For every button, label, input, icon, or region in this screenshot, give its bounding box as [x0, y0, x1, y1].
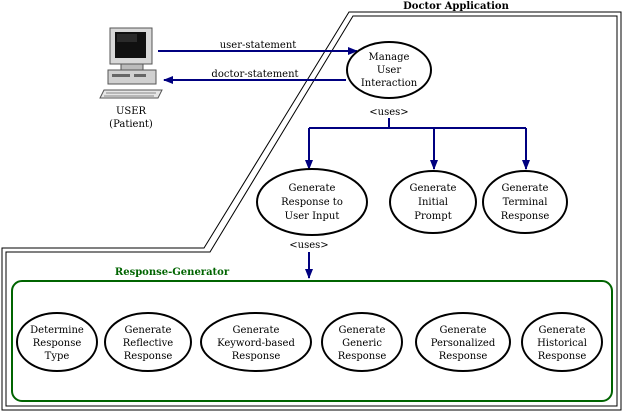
svg-text:Terminal: Terminal [503, 197, 548, 208]
svg-text:Type: Type [45, 351, 70, 362]
svg-text:Response: Response [338, 351, 387, 362]
svg-text:Personalized: Personalized [431, 338, 496, 349]
svg-text:Generate: Generate [289, 183, 336, 194]
svg-text:Response: Response [538, 351, 587, 362]
uses-label-lower: <uses> [289, 240, 328, 251]
svg-text:Generate: Generate [125, 325, 172, 336]
generate-historical-response-node: Generate Historical Response [521, 312, 603, 372]
svg-text:Generate: Generate [502, 183, 549, 194]
doctor-statement-label: doctor-statement [211, 69, 298, 80]
svg-text:Response: Response [33, 338, 82, 349]
svg-text:Generate: Generate [440, 325, 487, 336]
svg-text:Response: Response [124, 351, 173, 362]
svg-text:User Input: User Input [285, 211, 340, 222]
determine-response-type-node: Determine Response Type [16, 312, 98, 372]
svg-text:Response: Response [232, 351, 281, 362]
svg-text:Response to: Response to [281, 197, 343, 208]
svg-text:User: User [377, 65, 401, 76]
generate-generic-response-node: Generate Generic Response [321, 312, 403, 372]
generate-response-to-user-input-node: Generate Response to User Input [256, 168, 368, 236]
generate-terminal-response-node: Generate Terminal Response [482, 170, 568, 234]
svg-text:Initial: Initial [418, 197, 448, 208]
svg-text:Manage: Manage [369, 52, 410, 63]
svg-text:Keyword-based: Keyword-based [217, 338, 295, 349]
uses-branch-top [305, 118, 530, 170]
generate-reflective-response-node: Generate Reflective Response [104, 312, 192, 372]
generate-keyword-based-response-node: Generate Keyword-based Response [200, 312, 312, 372]
manage-user-interaction-node: Manage User Interaction [346, 41, 432, 99]
svg-text:Determine: Determine [30, 325, 84, 336]
svg-text:Generic: Generic [342, 338, 382, 349]
svg-text:Interaction: Interaction [361, 78, 418, 89]
svg-text:Generate: Generate [539, 325, 586, 336]
generate-personalized-response-node: Generate Personalized Response [415, 312, 511, 372]
svg-text:Generate: Generate [410, 183, 457, 194]
user-statement-label: user-statement [220, 40, 297, 51]
svg-text:Reflective: Reflective [123, 338, 174, 349]
svg-text:Generate: Generate [339, 325, 386, 336]
svg-text:Generate: Generate [233, 325, 280, 336]
generate-initial-prompt-node: Generate Initial Prompt [389, 170, 477, 234]
boundary-title: Doctor Application [403, 1, 509, 12]
svg-text:Historical: Historical [537, 338, 587, 349]
uses-label-top: <uses> [369, 107, 408, 118]
computer-icon [99, 27, 163, 99]
system-boundary [1, 11, 622, 411]
actor-role: (Patient) [109, 119, 153, 130]
actor-name: USER [116, 106, 147, 117]
svg-text:Response: Response [439, 351, 488, 362]
response-generator-group [11, 280, 613, 402]
group-title: Response-Generator [115, 267, 230, 278]
svg-text:Prompt: Prompt [414, 211, 451, 222]
svg-text:Response: Response [501, 211, 550, 222]
